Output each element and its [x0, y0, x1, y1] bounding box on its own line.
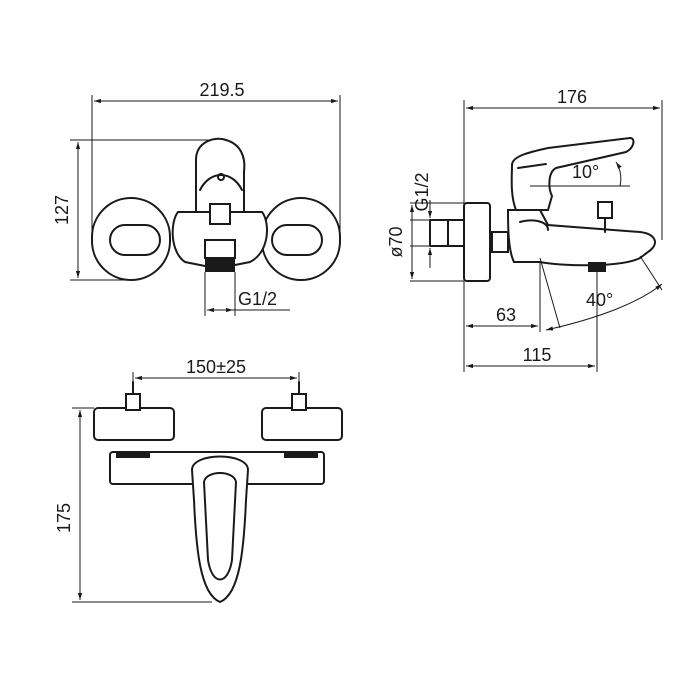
depth-label: 176: [557, 87, 587, 107]
spout-angle-label: 40°: [586, 290, 613, 310]
right-wall-flange: [261, 197, 341, 281]
top-height-label: 175: [54, 503, 74, 533]
width-label: 219.5: [199, 80, 244, 100]
height-label: 127: [52, 195, 72, 225]
side-view: 10° 40° 176 G1/2 ø70 63 115: [386, 87, 663, 372]
top-lever-inner: [203, 472, 237, 581]
body-contour: [519, 219, 549, 231]
front-view: 219.5 127 G1/2: [52, 80, 341, 316]
top-left-nut: [116, 452, 150, 458]
spout-angle-arc: [545, 283, 663, 331]
projection-label: 115: [523, 345, 552, 365]
top-right-flange: [261, 407, 343, 441]
outlet-label: 63: [496, 305, 516, 325]
side-wall-flange: [463, 202, 491, 282]
top-right-pipe: [291, 393, 307, 411]
flange-label: ø70: [386, 226, 406, 257]
centers-label: 150±25: [186, 357, 246, 377]
outlet-thread: [205, 258, 235, 272]
side-mixer-body: [506, 209, 656, 267]
spout-outlet: [204, 239, 236, 259]
side-lever: [510, 136, 635, 211]
side-diverter: [597, 201, 613, 219]
side-inlet-label: G1/2: [412, 172, 432, 211]
side-connector: [491, 231, 509, 253]
side-outlet-thread: [588, 262, 606, 272]
lever-screw: [217, 173, 225, 181]
inlet-label: G1/2: [238, 289, 277, 309]
left-eccentric: [109, 224, 161, 256]
right-eccentric: [271, 224, 323, 256]
top-left-flange: [93, 407, 175, 441]
lever-detail: [517, 163, 547, 169]
left-wall-flange: [91, 197, 171, 281]
top-left-pipe: [125, 393, 141, 411]
lever-angle-label: 10°: [572, 162, 599, 182]
lever-angle-arc: [615, 161, 622, 187]
top-right-nut: [284, 452, 318, 458]
side-inlet-nut: [447, 219, 465, 247]
top-lever: [190, 455, 250, 604]
diverter-knob: [209, 203, 231, 225]
lever-edge: [199, 174, 243, 191]
top-view: 150±25 175: [54, 357, 343, 604]
